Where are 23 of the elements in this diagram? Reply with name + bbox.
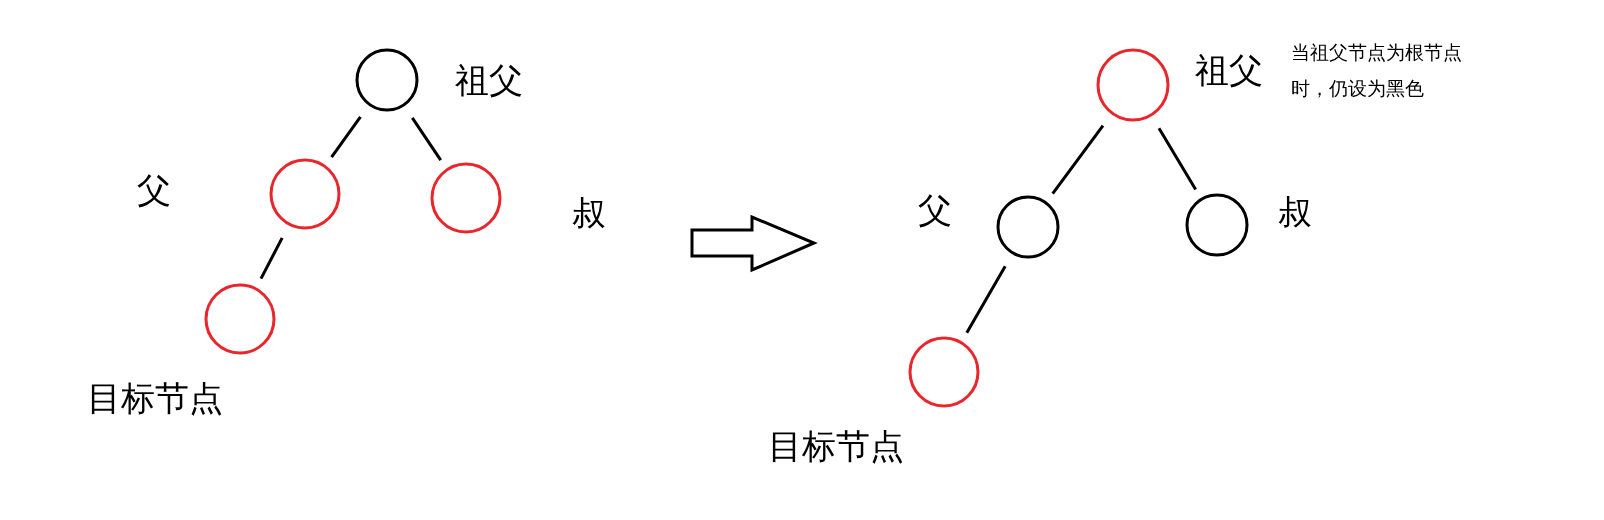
- tree-edge: [1051, 124, 1105, 195]
- node-label: 叔: [1278, 194, 1312, 232]
- note-text: 当祖父节点为根节点时，仍设为黑色: [1291, 40, 1463, 101]
- tree-node-circle: [1185, 193, 1249, 257]
- node-label: 祖父: [1195, 52, 1263, 90]
- tree-node-circle: [204, 283, 276, 355]
- node-label: 叔: [572, 195, 606, 233]
- tree-node-circle: [355, 48, 419, 112]
- tree-node-circle: [269, 158, 341, 230]
- node-label: 父: [918, 192, 952, 230]
- node-label: 目标节点: [87, 380, 223, 418]
- tree-node-circle: [908, 336, 980, 408]
- tree-edge: [1157, 127, 1197, 191]
- tree-node-circle: [1096, 48, 1170, 122]
- tree-node-circle: [430, 162, 502, 234]
- node-label: 祖父: [455, 62, 523, 100]
- tree-edge: [965, 265, 1007, 334]
- tree-edge: [330, 116, 362, 158]
- tree-edge: [259, 237, 284, 280]
- node-label: 父: [137, 172, 171, 210]
- tree-edge: [411, 116, 442, 162]
- tree-node-circle: [996, 195, 1060, 259]
- node-label: 目标节点: [768, 428, 904, 466]
